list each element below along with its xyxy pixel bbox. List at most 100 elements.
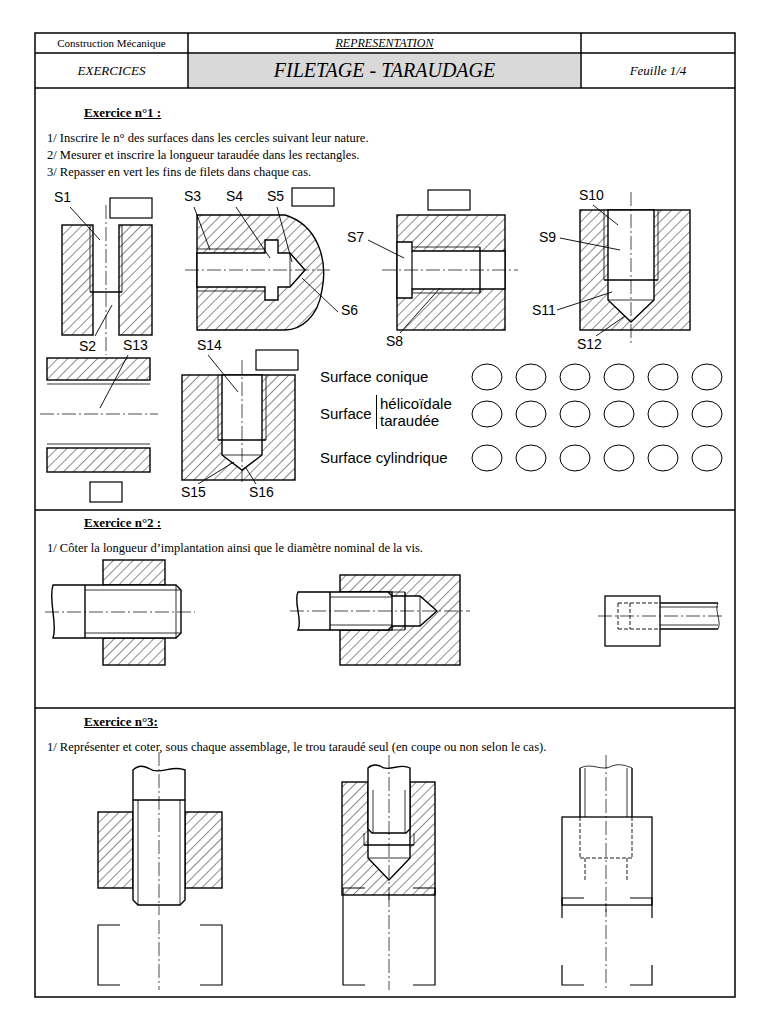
surface-callout: S3 [183,188,202,204]
answer-circle [516,445,546,471]
screw-through-plate [103,560,165,585]
tapped-bore-section [90,482,122,502]
answer-circle [472,364,502,390]
answer-frame [200,925,222,985]
answer-frame [343,888,435,990]
leader-line [400,288,440,333]
cell-text: EXERCICES [78,63,146,79]
leader-line [194,207,210,250]
page-frame [35,33,735,997]
answer-frame [343,888,365,985]
tapped-through-hole [90,225,91,292]
screw-assembly-view [627,858,628,880]
screw-assembly-view [580,817,581,858]
screw-through-plate [185,812,222,888]
surface-callout: S16 [248,484,275,500]
sheet-number: Feuille 1/4 [581,53,735,88]
instruction: 1/ Représenter et coter, sous chaque ass… [47,740,546,755]
screw-in-blind-hole [330,625,392,626]
answer-circle [560,445,590,471]
leader-line [70,207,100,240]
tapped-hole-with-counterbore [412,293,480,294]
answer-frame [98,925,120,985]
page-frame [35,87,735,89]
screw-through-plate [85,590,181,591]
screw-assembly-view [660,607,718,608]
page-frame [580,33,582,88]
blind-tapped-hole [580,210,690,330]
answer-circle [604,445,634,471]
screw-through-plate [138,800,139,905]
screw-through-plate [103,638,165,665]
screw-in-blind-hole [364,833,365,845]
screw-assembly-view [580,858,632,859]
exercise-heading: Exercice n°1 : [84,105,161,121]
screw-through-plate [180,800,181,905]
leader-line [246,468,256,484]
title-cell: FILETAGE - TARAUDAGE [189,54,580,87]
leader-line [100,355,128,408]
surface-type: hélicoïdale taraudée [376,395,464,429]
blind-tapped-hole [658,210,659,280]
screw-assembly-view [627,768,628,817]
answer-circle [692,364,722,390]
screw-through-plate [159,752,160,915]
screw-assembly-view [598,616,724,617]
cell-text: Feuille 1/4 [630,63,687,79]
tapped-hole-with-groove [197,215,324,330]
answer-circle [648,401,678,427]
screw-in-blind-hole [420,596,421,626]
surface-type: Surface [320,405,372,422]
page-frame [35,509,735,511]
screw-assembly-view [562,755,652,912]
screw-in-blind-hole [290,575,470,665]
screw-through-plate [98,752,222,915]
leader-line [70,205,625,484]
cell-text: REPRESENTATION [336,36,434,51]
tapped-hole-with-counterbore [382,270,518,271]
answer-circle [516,401,546,427]
exercise-heading: Exercice n°2 : [84,515,161,531]
leader-line [554,292,612,311]
screw-through-plate [98,812,133,888]
screw-assembly-view [562,817,652,905]
screw-in-blind-hole [290,611,470,612]
tapped-hole-with-groove [197,291,265,292]
header-cell: REPRESENTATION [188,33,581,53]
answer-circle [472,364,722,471]
blind-tapped-hole [242,360,243,482]
surface-callout: S12 [576,336,603,352]
tapped-hole-with-groove [185,270,330,271]
tapped-hole-with-counterbore [397,215,505,330]
answer-circle [472,445,502,471]
screw-in-blind-hole [330,597,392,598]
screw-in-blind-hole [389,755,390,900]
screw-assembly-view [631,768,632,817]
tapped-through-hole [62,225,93,335]
blind-tapped-hole [266,375,267,440]
answer-frame [562,965,584,985]
answer-circle [692,445,722,471]
cell-text: FILETAGE - TARAUDAGE [274,59,495,82]
tapped-through-hole [110,198,152,218]
surface-callout: S8 [385,333,404,349]
answer-circle [472,401,502,427]
answer-frame [562,898,584,918]
page-frame [35,707,735,709]
screw-assembly-view [618,603,619,629]
answer-circle [692,401,722,427]
answer-frame [413,888,435,985]
surface-callout: S1 [53,189,72,205]
instruction: 1/ Côter la longueur d’implantation ains… [47,541,423,556]
leader-line [368,240,404,258]
tapped-bore-section [40,414,158,415]
tapped-through-hole [106,205,107,355]
tapped-bore-section [47,444,150,445]
tapped-bore-section [47,358,150,380]
surface-callout: S4 [225,188,244,204]
answer-frame [159,920,160,990]
screw-assembly-view [606,755,607,912]
leader-line [302,278,338,312]
